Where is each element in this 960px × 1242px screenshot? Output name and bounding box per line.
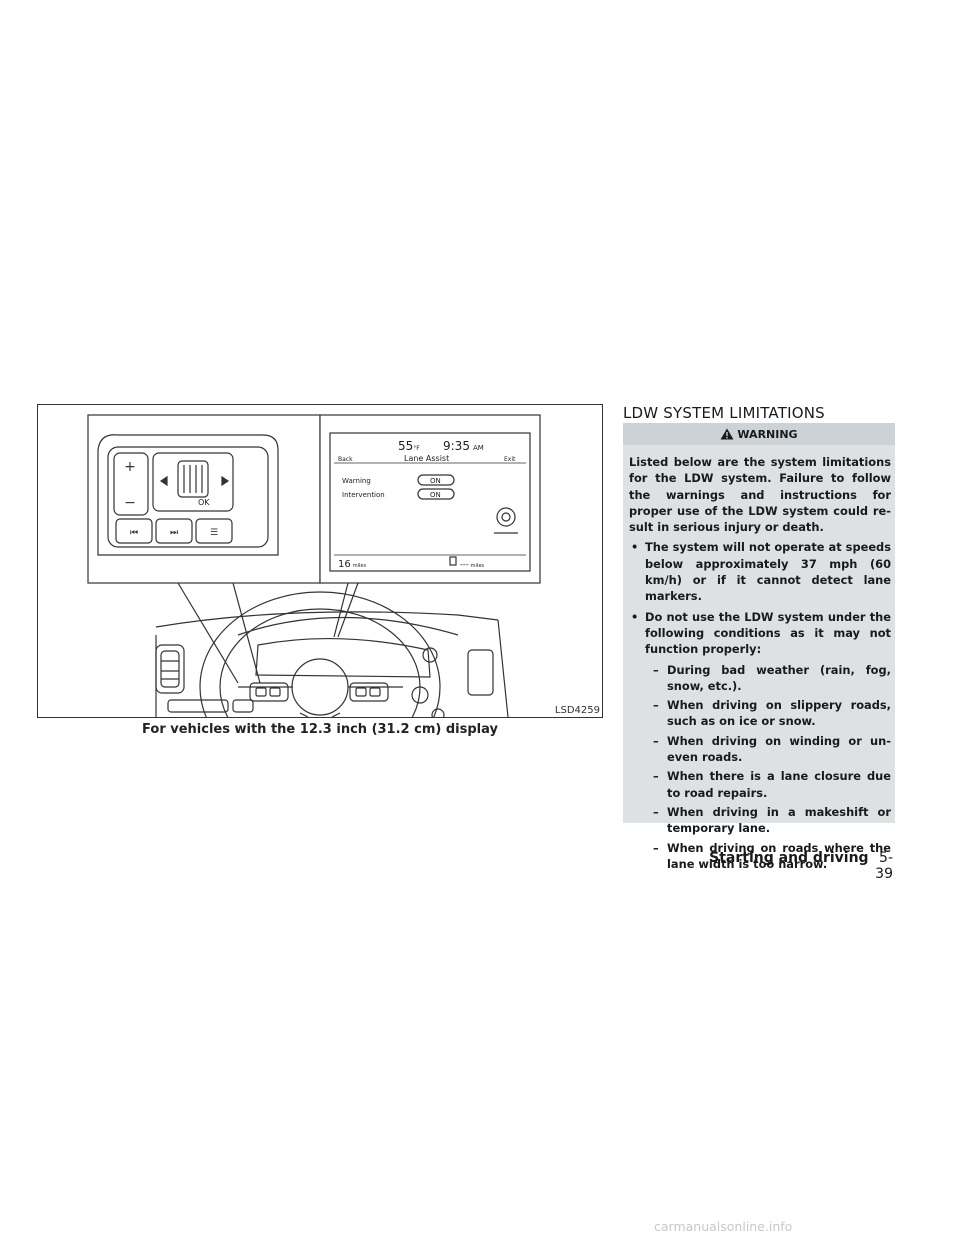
page-number: 5-39 [875,850,893,882]
sub-item: – When driving on slippery roads, such a… [629,697,891,730]
bullet-marker: • [631,609,639,624]
bullet-text: Do not use the LDW system under the foll… [645,609,891,657]
sub-item: – When driving on roads where the lane w… [629,840,891,873]
svg-text:☰: ☰ [210,528,218,538]
list-item: • Do not use the LDW system under the fo… [629,609,891,658]
figure-caption: For vehicles with the 12.3 inch (31.2 cm… [142,722,498,737]
section-title: LDW SYSTEM LIMITATIONS [623,404,825,422]
bullet-marker: • [631,540,639,555]
sub-text: When driving in a makeshift or temporary… [667,804,891,836]
footer-section: Starting and driving [709,850,869,866]
bullet-text: The system will not operate at speeds be… [645,540,891,604]
warning-intro: Listed below are the system limitations … [629,455,891,535]
warning-title: WARNING [737,427,798,441]
sub-item: – During bad weather (rain, fog, snow, e… [629,662,891,695]
page-footer: Starting and driving 5-39 [703,850,893,882]
sub-text: When driving on slippery roads, such as … [667,698,891,729]
figure-illustration: + − ⏮ ⏭ ☰ OK 5 [87,414,541,717]
sub-text: When there is a lane closure due to road… [667,769,891,800]
warning-icon [720,428,734,440]
sub-item: – When driving on winding or un-even roa… [629,733,891,766]
svg-text:+: + [124,459,136,475]
sub-item: – When there is a lane closure due to ro… [629,768,891,801]
svg-text:⏮: ⏮ [130,528,138,538]
figure-lane-assist: + − ⏮ ⏭ ☰ OK 5 [37,404,603,718]
svg-text:⏭: ⏭ [170,528,178,538]
display-row2-label: Intervention [342,491,385,499]
sub-marker: – [653,698,659,713]
sub-text: During bad weather (rain, fog, snow, etc… [667,662,891,693]
warning-header: WARNING [623,423,895,445]
warning-box: WARNING Listed below are the system limi… [623,423,895,871]
sub-marker: – [653,840,659,855]
sub-item: – When driving in a makeshift or tempora… [629,804,891,837]
sub-marker: – [653,804,659,819]
sub-marker: – [653,662,659,677]
display-title: Lane Assist [404,454,449,463]
display-row2-value: ON [430,491,441,499]
svg-text:−: − [124,495,136,511]
display-back: Back [338,456,353,463]
ok-label: OK [198,498,210,507]
warning-body: Listed below are the system limitations … [623,445,895,872]
watermark: carmanualsonline.info [654,1219,793,1234]
sub-marker: – [653,769,659,784]
display-row1-label: Warning [342,477,371,485]
list-item: • The system will not operate at speeds … [629,539,891,604]
display-exit: Exit [504,456,516,463]
sub-text: When driving on roads where the lane wid… [667,840,891,871]
sub-marker: – [653,733,659,748]
figure-code: LSD4259 [554,705,600,716]
sub-text: When driving on winding or un-even roads… [667,733,891,765]
display-row1-value: ON [430,477,441,485]
display-temp: 55°F [398,439,420,453]
display-range: ---miles [460,560,484,569]
